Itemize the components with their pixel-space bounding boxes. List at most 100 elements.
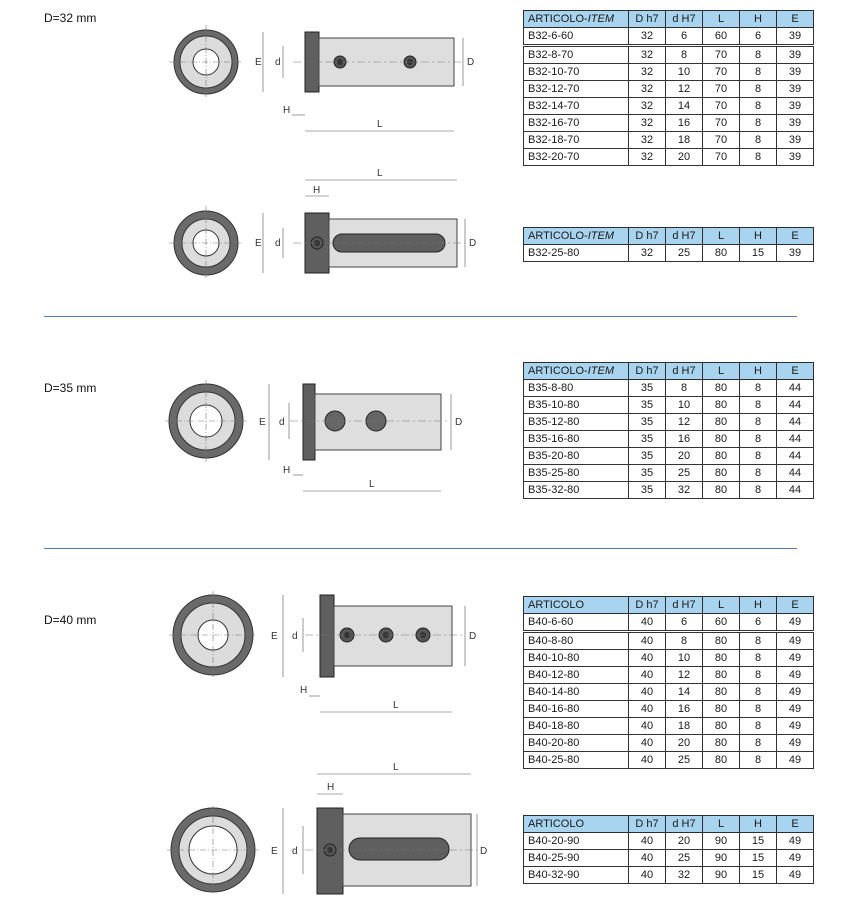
value-cell: 18 [665,717,703,735]
column-header: d H7 [665,596,703,614]
drawing-b40-slot: E d D H L [167,762,487,895]
value-cell: 39 [776,80,814,98]
value-cell: 49 [776,832,814,850]
dim-big-d: D [467,57,474,68]
item-code-cell: B35-25-80 [523,464,629,482]
value-cell: 25 [665,849,703,867]
drawing-b32-holes: E d D H L [169,25,474,132]
item-code-cell: B35-20-80 [523,447,629,465]
value-cell: 20 [665,447,703,465]
column-header-item: ARTICOLO [523,596,629,614]
drawing-b35: E d D H L [165,380,462,492]
value-cell: 16 [665,430,703,448]
value-cell: 10 [665,63,703,81]
item-code-cell: B40-8-80 [523,630,629,650]
value-cell: 60 [702,27,740,46]
dim-big-d: D [480,846,487,857]
value-cell: 8 [739,700,777,718]
value-cell: 49 [776,649,814,667]
dim-l: L [377,119,383,130]
dim-l: L [377,168,383,179]
value-cell: 8 [739,379,777,397]
value-cell: 80 [702,649,740,667]
value-cell: 20 [665,734,703,752]
value-cell: 40 [628,700,666,718]
value-cell: 20 [665,148,703,166]
value-cell: 32 [628,114,666,132]
dim-l: L [393,762,399,773]
value-cell: 35 [628,447,666,465]
dim-small-d: d [275,57,281,68]
value-cell: 8 [739,481,777,499]
value-cell: 44 [776,379,814,397]
item-code-cell: B40-25-90 [523,849,629,867]
value-cell: 40 [628,630,666,650]
section-divider [44,548,797,549]
value-cell: 40 [628,734,666,752]
value-cell: 35 [628,464,666,482]
column-header: E [776,815,814,833]
item-code-cell: B35-12-80 [523,413,629,431]
column-header: d H7 [665,227,703,245]
column-header: D h7 [628,227,666,245]
column-header-item: ARTICOLO-ITEM [523,362,629,380]
value-cell: 35 [628,413,666,431]
value-cell: 70 [702,114,740,132]
dim-e: E [259,417,266,428]
value-cell: 10 [665,649,703,667]
value-cell: 80 [702,717,740,735]
value-cell: 80 [702,683,740,701]
item-code-cell: B35-8-80 [523,379,629,397]
value-cell: 39 [776,131,814,149]
value-cell: 40 [628,666,666,684]
item-code-cell: B40-14-80 [523,683,629,701]
value-cell: 60 [702,613,740,632]
value-cell: 70 [702,131,740,149]
value-cell: 32 [628,63,666,81]
column-header: D h7 [628,596,666,614]
section-label-d40: D=40 mm [44,613,97,627]
item-code-cell: B40-20-90 [523,832,629,850]
item-code-cell: B40-6-60 [523,613,629,632]
value-cell: 49 [776,630,814,650]
value-cell: 40 [628,832,666,850]
column-header: H [739,596,777,614]
column-header: d H7 [665,10,703,28]
value-cell: 20 [665,832,703,850]
value-cell: 8 [739,114,777,132]
value-cell: 8 [739,44,777,64]
dim-small-d: d [292,631,298,642]
dim-big-d: D [455,417,462,428]
value-cell: 32 [665,866,703,884]
column-header: L [702,227,740,245]
value-cell: 44 [776,481,814,499]
dim-e: E [271,631,278,642]
value-cell: 49 [776,613,814,632]
value-cell: 32 [628,131,666,149]
value-cell: 49 [776,734,814,752]
column-header: D h7 [628,362,666,380]
value-cell: 70 [702,97,740,115]
value-cell: 39 [776,244,814,262]
value-cell: 49 [776,666,814,684]
item-code-cell: B32-25-80 [523,244,629,262]
item-code-cell: B32-14-70 [523,97,629,115]
value-cell: 8 [739,666,777,684]
value-cell: 90 [702,866,740,884]
item-code-cell: B32-8-70 [523,44,629,64]
item-code-cell: B40-20-80 [523,734,629,752]
value-cell: 35 [628,396,666,414]
value-cell: 39 [776,27,814,46]
value-cell: 8 [739,430,777,448]
value-cell: 6 [665,613,703,632]
